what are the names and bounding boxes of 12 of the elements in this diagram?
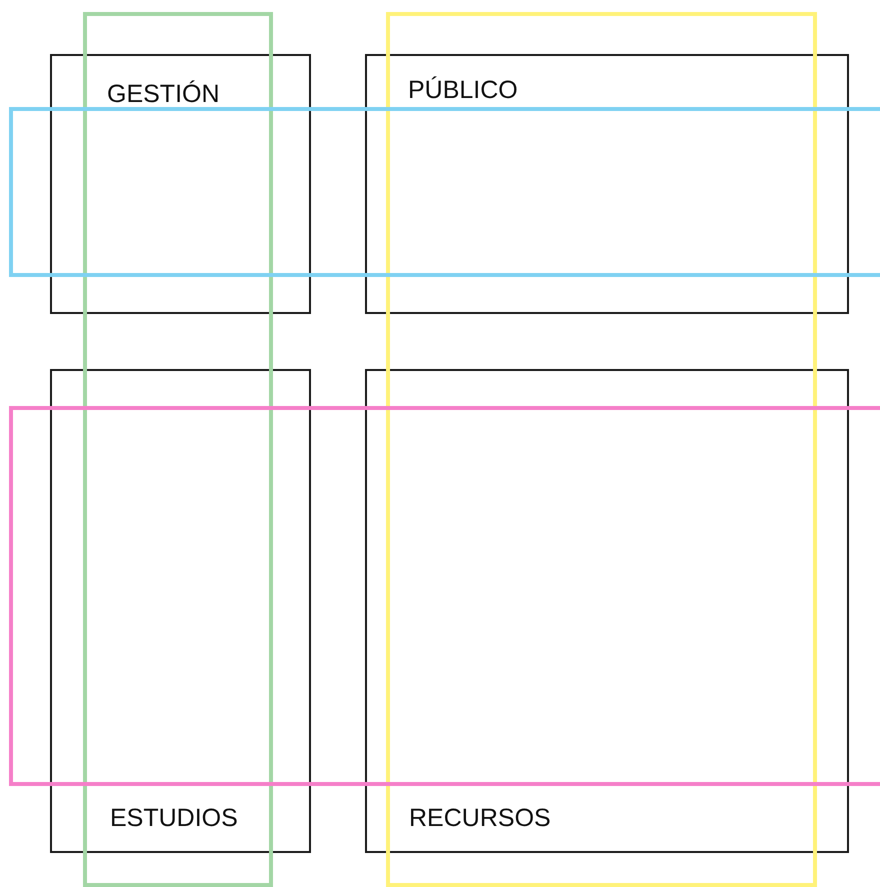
highlight-frame xyxy=(83,12,273,887)
box-title: ESTUDIOS xyxy=(110,806,238,831)
highlight-frame xyxy=(386,12,817,887)
category-box xyxy=(365,369,849,853)
category-box xyxy=(50,369,311,853)
box-title: RECURSOS xyxy=(409,806,551,831)
highlight-frame xyxy=(9,107,880,277)
box-title: GESTIÓN xyxy=(107,82,220,107)
highlight-frame xyxy=(9,406,880,786)
category-box xyxy=(50,54,311,314)
category-box xyxy=(365,54,849,314)
box-title: PÚBLICO xyxy=(408,78,518,103)
